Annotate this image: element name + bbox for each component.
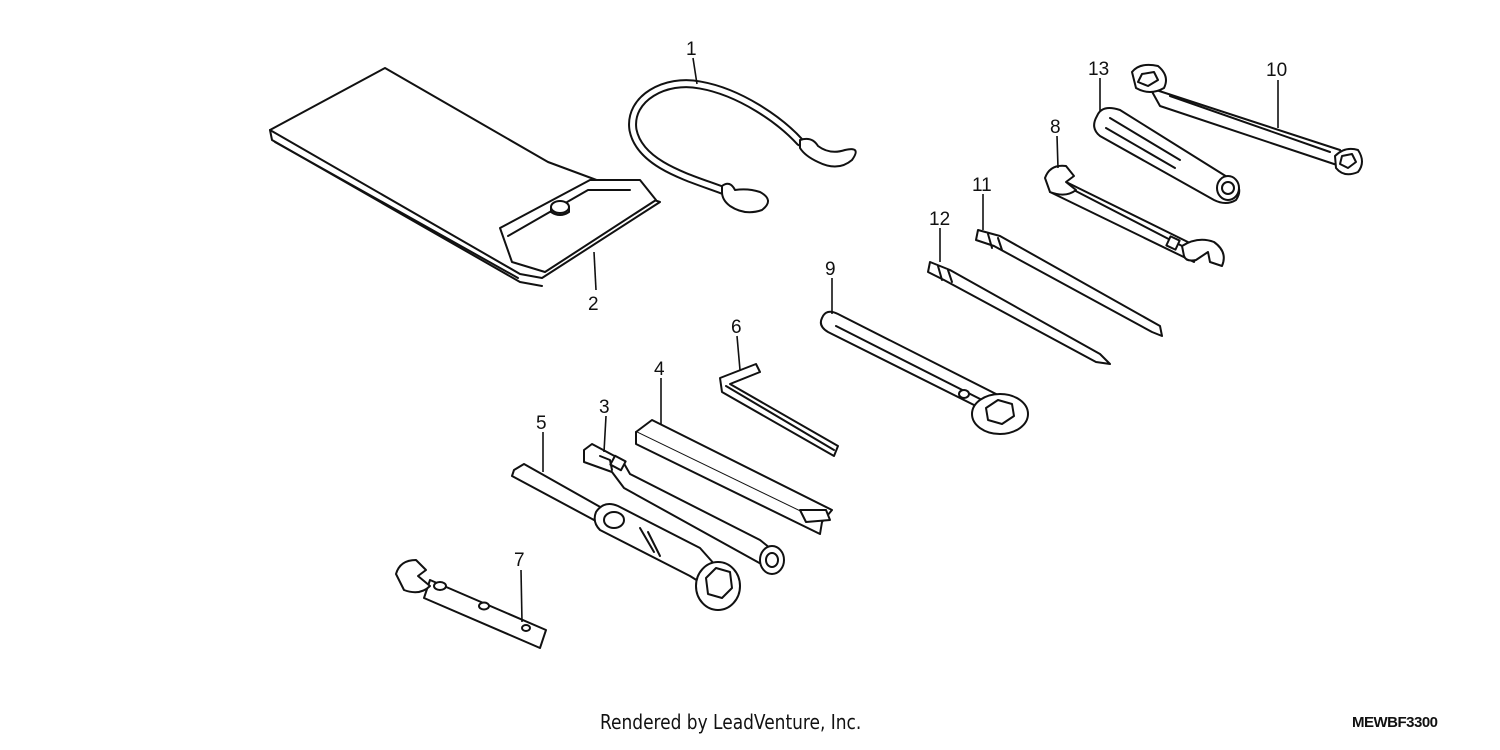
- callout-part-4: 4: [654, 359, 665, 380]
- grip-bar[interactable]: [635, 419, 833, 535]
- hex-key[interactable]: [719, 363, 839, 457]
- rendered-by-credit: Rendered by LeadVenture, Inc.: [600, 710, 862, 734]
- helmet-cable[interactable]: [628, 79, 857, 214]
- callout-part-2: 2: [588, 294, 599, 315]
- callout-part-10: 10: [1266, 60, 1287, 81]
- callout-part-12: 12: [929, 209, 950, 230]
- tool-pouch[interactable]: [269, 67, 661, 287]
- callout-part-13: 13: [1088, 59, 1109, 80]
- diagram-reference-code: MEWBF3300: [1352, 714, 1438, 731]
- small-wrench[interactable]: [395, 559, 547, 649]
- callout-part-9: 9: [825, 259, 836, 280]
- callout-part-11: 11: [972, 175, 992, 196]
- screwdriver-phillips[interactable]: [927, 261, 1111, 365]
- spark-plug-wrench[interactable]: [511, 463, 741, 611]
- callout-labels: 1 2 3 4 5 6 7 8 9 10 11 12 13: [514, 39, 1287, 571]
- leader-lines: [520, 57, 1279, 623]
- callout-part-6: 6: [731, 317, 742, 338]
- spanner-wrench[interactable]: [819, 310, 1029, 435]
- callout-part-8: 8: [1050, 117, 1061, 138]
- box-wrench[interactable]: [1131, 63, 1363, 176]
- callout-part-5: 5: [536, 413, 547, 434]
- callout-part-3: 3: [599, 397, 610, 418]
- callout-part-7: 7: [514, 550, 525, 571]
- screwdriver-handle[interactable]: [1093, 107, 1241, 204]
- open-end-wrench[interactable]: [1044, 164, 1225, 267]
- callout-part-1: 1: [686, 39, 697, 60]
- socket-wrench[interactable]: [583, 443, 785, 575]
- screwdriver-flat[interactable]: [975, 229, 1163, 337]
